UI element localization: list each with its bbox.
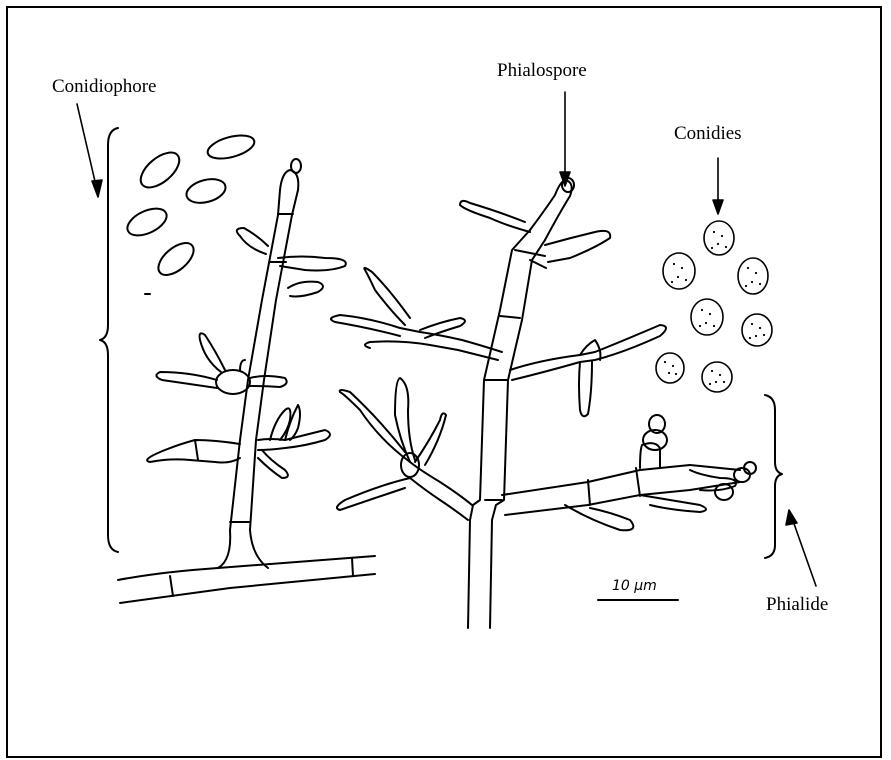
conidiophore-label: Conidiophore bbox=[52, 76, 157, 98]
conidiophore-brace bbox=[100, 128, 118, 552]
phialide-label: Phialide bbox=[766, 594, 828, 616]
conidies-label: Conidies bbox=[674, 123, 742, 145]
phialospore-label: Phialospore bbox=[497, 60, 587, 82]
phialide-brace bbox=[765, 395, 782, 558]
central-conidiophore bbox=[331, 178, 756, 628]
elliptic-conidia bbox=[123, 131, 256, 294]
scale-bar-label: 10 μm bbox=[612, 578, 657, 594]
label-arrows bbox=[77, 92, 816, 586]
left-conidiophore bbox=[118, 159, 375, 603]
